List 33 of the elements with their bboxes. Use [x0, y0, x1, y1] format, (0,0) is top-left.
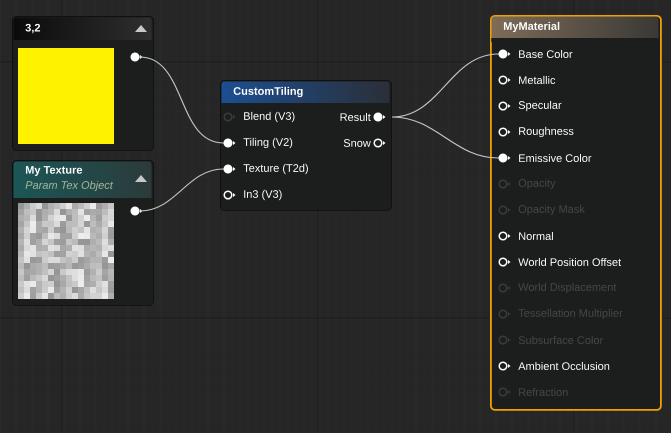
node-label: Snow: [344, 139, 371, 147]
input-pin: Ambient Occlusion: [498, 361, 610, 371]
input-pin: Roughness: [498, 126, 574, 138]
node-label: Tiling (V2): [243, 138, 292, 148]
input-pin: Emissive Color: [498, 154, 592, 162]
wire: [140, 56, 224, 144]
output-pin: [130, 206, 142, 216]
output-pin: Result: [340, 112, 386, 122]
node-label: Normal: [519, 232, 553, 240]
output-pin: Snow: [344, 138, 386, 148]
node-label: Metallic: [519, 76, 556, 84]
node-label: World Position Offset: [518, 258, 622, 266]
wire: [140, 168, 224, 212]
node-label: Result: [340, 112, 371, 122]
input-pin: Specular: [498, 100, 562, 112]
wire: [392, 116, 499, 159]
output-pin: [130, 52, 142, 62]
node-label: Specular: [518, 100, 562, 112]
node-label: Base Color: [519, 50, 572, 58]
input-pin: Tiling (V2): [224, 138, 292, 148]
node-label: Texture (T2d): [243, 164, 308, 174]
node-label: In3 (V3): [244, 190, 282, 200]
input-pin: In3 (V3): [223, 190, 282, 200]
input-pin: Normal: [498, 231, 553, 241]
input-pin: Texture (T2d): [224, 164, 308, 174]
node-label: Ambient Occlusion: [518, 362, 610, 370]
input-pin: Blend (V3): [223, 112, 294, 122]
node-label: Roughness: [519, 126, 574, 138]
input-pin: Base Color: [498, 50, 572, 58]
input-pin: Metallic: [498, 75, 556, 85]
input-pin: World Position Offset: [498, 257, 622, 267]
node-label: Blend (V3): [244, 112, 294, 122]
node-label: Emissive Color: [519, 154, 592, 162]
